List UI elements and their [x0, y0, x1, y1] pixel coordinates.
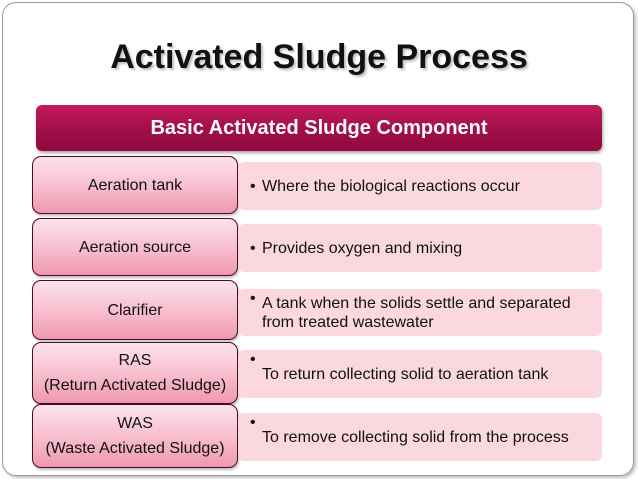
bullet-icon: •	[250, 177, 256, 195]
term-label: Aeration tank	[87, 176, 183, 194]
term-label: WAS	[117, 415, 153, 432]
description-text: Where the biological reactions occur	[262, 177, 520, 195]
description-box: • To remove collecting solid from the pr…	[238, 413, 602, 461]
term-sublabel: (Return Activated Sludge)	[43, 377, 227, 394]
term-box: Aeration source	[32, 218, 238, 276]
term-box: Aeration tank	[32, 156, 238, 214]
component-row: Aeration tank • Where the biological rea…	[32, 156, 602, 214]
term-box: Clarifier	[32, 280, 238, 340]
description-box: • A tank when the solids settle and sepa…	[238, 289, 602, 336]
term-label: RAS	[118, 352, 152, 369]
description-box: • Provides oxygen and mixing	[238, 224, 602, 272]
description-box: • To return collecting solid to aeration…	[238, 350, 602, 398]
term-label: Clarifier	[107, 301, 163, 319]
component-row: WAS (Waste Activated Sludge) • To remove…	[32, 404, 602, 468]
bullet-icon: •	[250, 414, 256, 431]
table-header: Basic Activated Sludge Component	[36, 105, 602, 151]
term-box: RAS (Return Activated Sludge)	[32, 342, 238, 404]
description-text: To remove collecting solid from the proc…	[262, 428, 569, 446]
bullet-icon: •	[250, 290, 256, 307]
component-row: Aeration source • Provides oxygen and mi…	[32, 218, 602, 276]
term-box: WAS (Waste Activated Sludge)	[32, 404, 238, 468]
term-sublabel: (Waste Activated Sludge)	[45, 440, 225, 457]
component-row: RAS (Return Activated Sludge) • To retur…	[32, 342, 602, 404]
description-text: To return collecting solid to aeration t…	[262, 365, 549, 383]
bullet-icon: •	[250, 239, 256, 257]
component-row: Clarifier • A tank when the solids settl…	[32, 280, 602, 340]
bullet-icon: •	[250, 351, 256, 368]
term-label: Aeration source	[78, 238, 192, 256]
description-box: • Where the biological reactions occur	[238, 162, 602, 210]
description-text: Provides oxygen and mixing	[262, 239, 463, 257]
slide-title: Activated Sludge Process	[110, 38, 528, 76]
description-text: A tank when the solids settle and separa…	[262, 294, 571, 331]
